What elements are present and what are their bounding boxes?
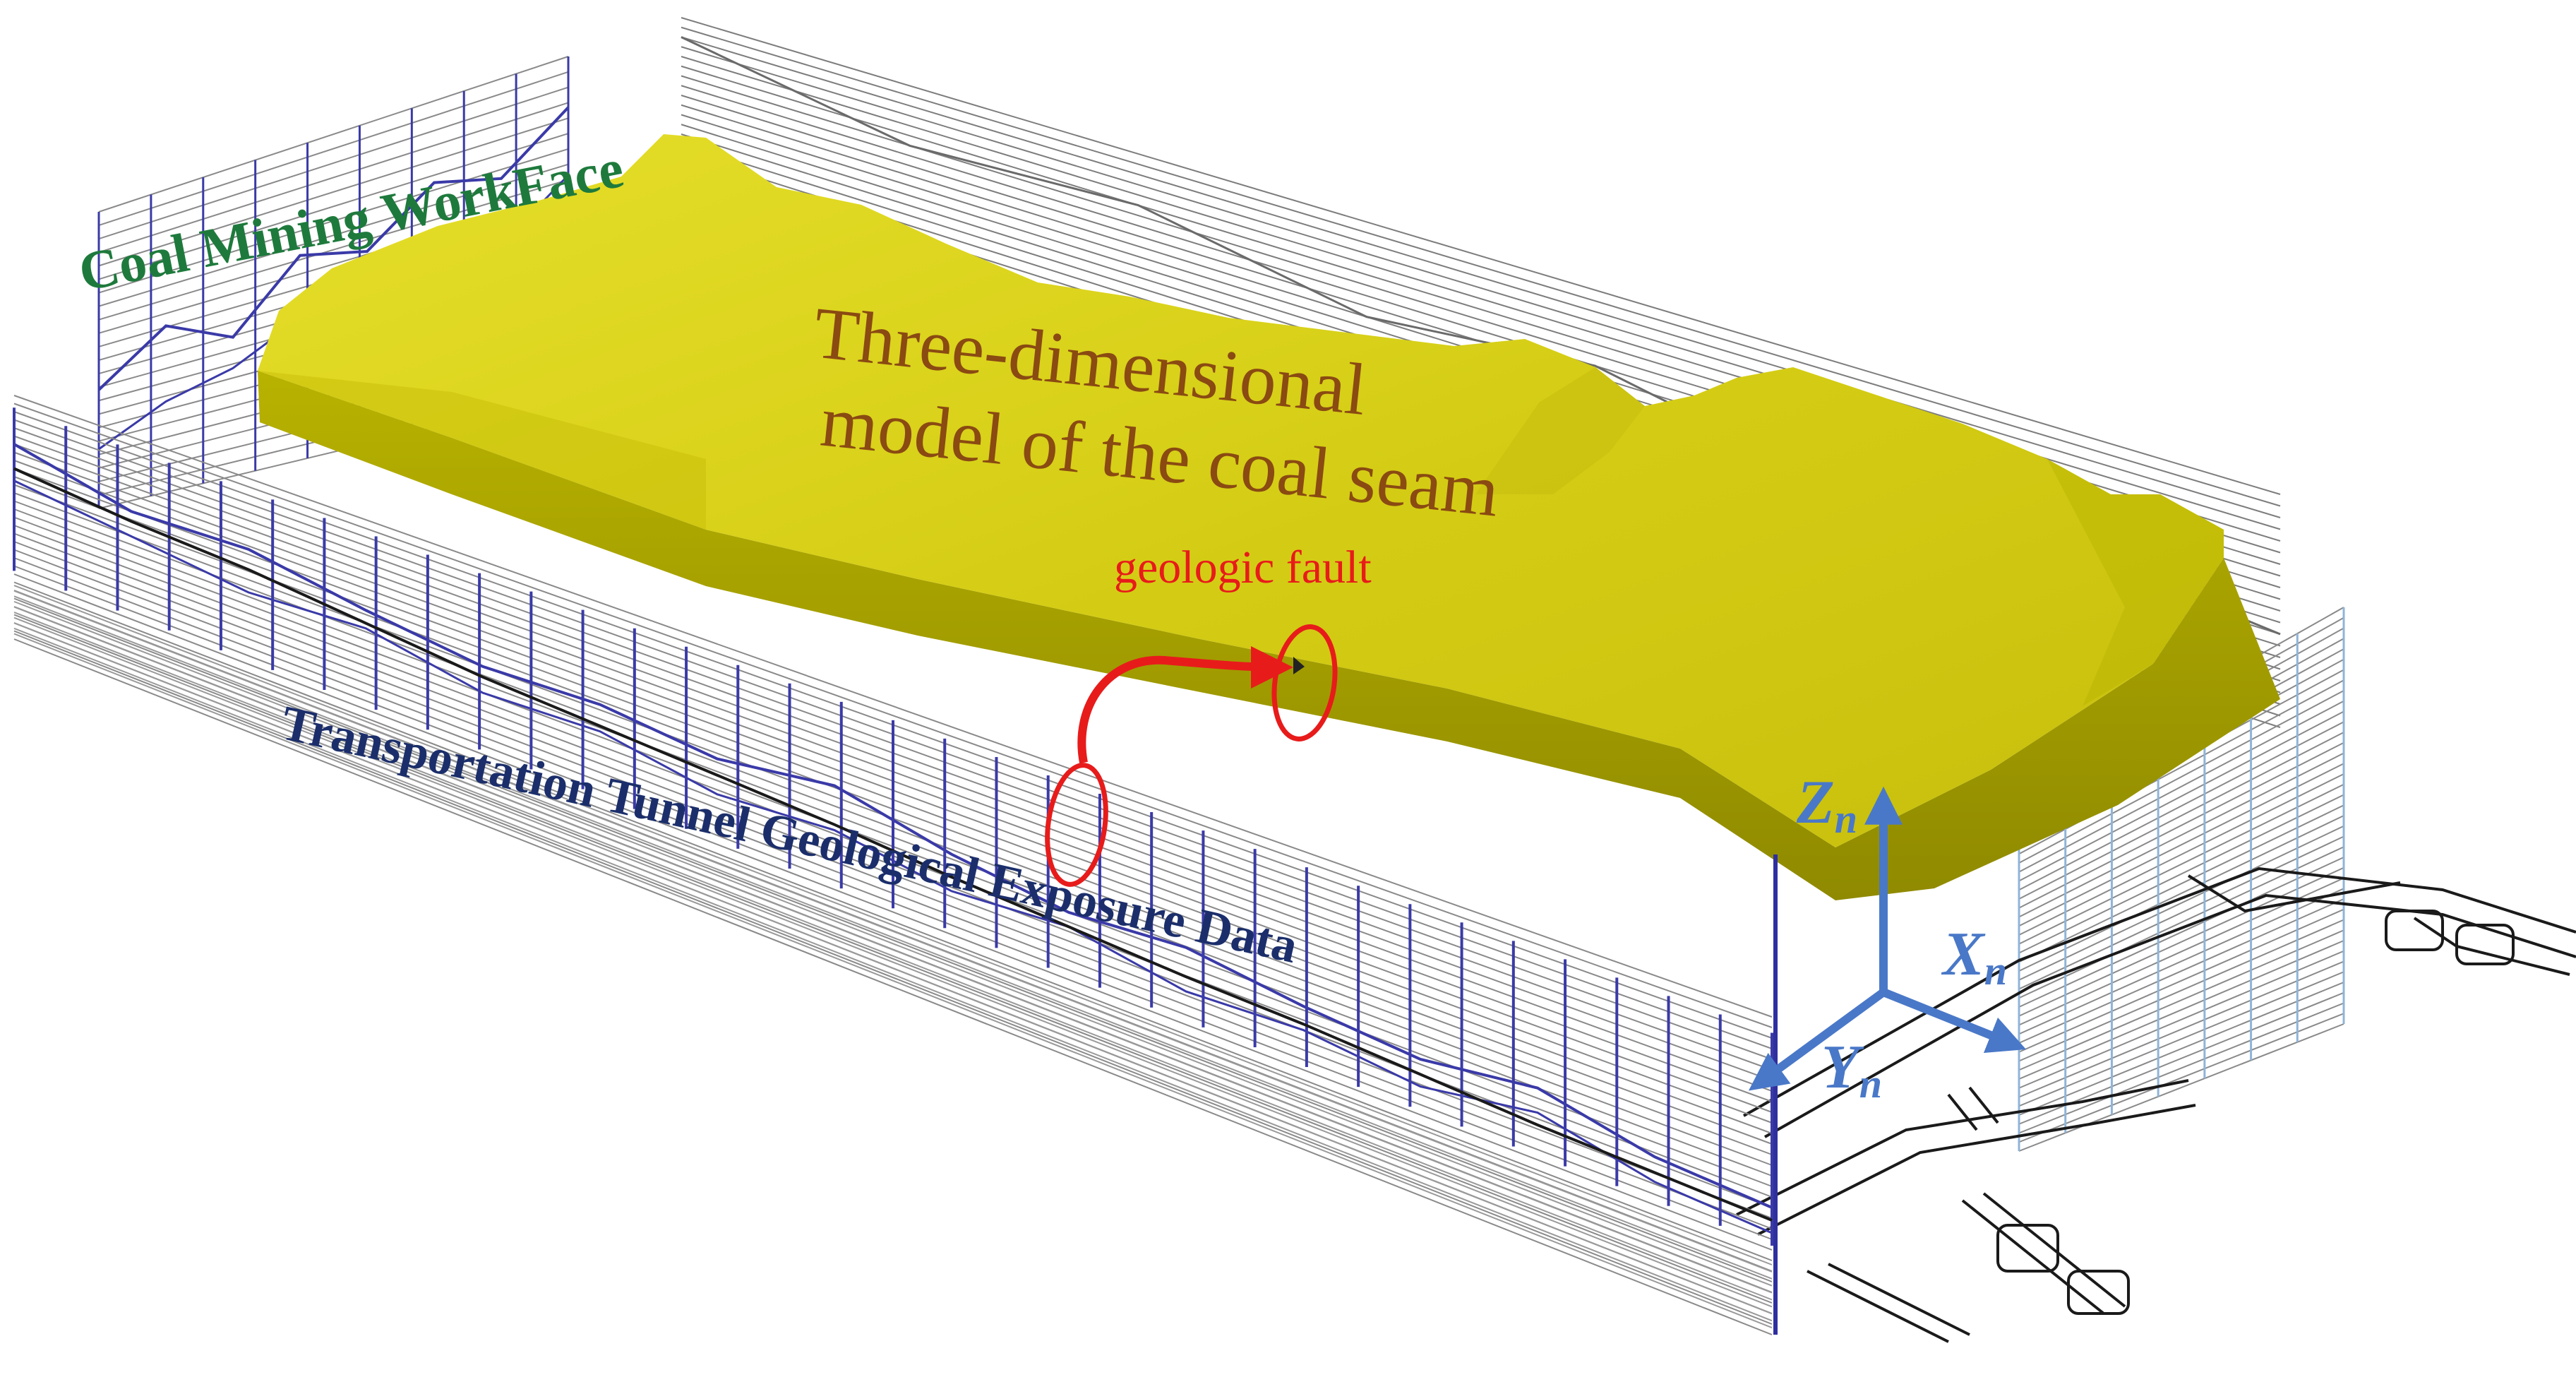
- grid-row-line: [98, 117, 569, 267]
- grid-row-line: [2018, 908, 2344, 1053]
- coal-seam-model: [258, 134, 2280, 900]
- grid-row-line: [2018, 971, 2344, 1107]
- grid-row-line: [2018, 721, 2344, 891]
- grid-row-line: [2018, 1013, 2344, 1143]
- coal-seam-top-surface: [258, 134, 2224, 847]
- grid-row-line: [2018, 982, 2344, 1116]
- grid-row-line: [681, 36, 2281, 518]
- grid-row-line: [2018, 1023, 2344, 1152]
- tunnel-outline: [2187, 874, 2401, 913]
- tunnel-outline: [1828, 1263, 1970, 1336]
- grid-row-line: [2018, 825, 2344, 981]
- grid-row-line: [2018, 898, 2344, 1044]
- grid-row-line: [2018, 846, 2344, 999]
- grid-row-line: [13, 573, 1773, 1251]
- grid-row-line: [2018, 960, 2344, 1098]
- fault-notch: [1293, 657, 1305, 674]
- tunnel-exposure-grid: [13, 395, 1778, 1335]
- x-axis-label: Xn: [1941, 920, 2007, 994]
- floor-line: [13, 622, 1773, 1315]
- tunnel-outline: [1961, 1199, 2105, 1315]
- grid-row-line: [2018, 773, 2344, 936]
- fault-label: geologic fault: [1114, 542, 1372, 593]
- grid-row-line: [2018, 741, 2344, 909]
- tunnel-pillar: [1996, 1224, 2059, 1273]
- grid-row-line: [13, 581, 1773, 1261]
- grid-row-line: [98, 71, 569, 227]
- grid-row-line: [2018, 804, 2344, 963]
- grid-row-line: [2018, 919, 2344, 1062]
- floor-line: [13, 627, 1773, 1322]
- grid-row-line: [2018, 929, 2344, 1071]
- grid-row-line: [681, 26, 2281, 507]
- grid-row-line: [13, 597, 1773, 1282]
- floor-line: [13, 590, 1773, 1273]
- y-axis-label: Yn: [1821, 1033, 1882, 1107]
- fault-arrow: [1077, 645, 1293, 764]
- grid-row-line: [13, 638, 1773, 1335]
- grid-row-line: [98, 102, 569, 254]
- floor-line: [13, 612, 1773, 1301]
- fault-ellipse-tunnel: [1045, 763, 1108, 887]
- grid-row-line: [2018, 940, 2344, 1080]
- floor-line: [13, 633, 1773, 1329]
- coal-seam-front-step: [258, 371, 706, 530]
- floor-line: [13, 606, 1773, 1294]
- grid-row-line: [2018, 888, 2344, 1035]
- x-axis-arrow: [1881, 988, 2027, 1053]
- grid-row-line: [2018, 710, 2344, 882]
- grid-row-line: [98, 148, 569, 294]
- grid-row-line: [98, 133, 569, 280]
- grid-row-line: [98, 56, 569, 213]
- tunnel-outline: [1736, 1079, 2189, 1216]
- coal-seam-ridge-shade: [1475, 367, 1645, 494]
- grid-row-line: [2018, 732, 2344, 900]
- tunnel-outline: [1764, 893, 2576, 1138]
- tunnel-pillar: [2385, 910, 2444, 951]
- grid-row-line: [2018, 835, 2344, 990]
- tunnel-outline: [1807, 1270, 1949, 1343]
- grid-row-line: [2018, 690, 2344, 864]
- grid-row-line: [2018, 752, 2344, 918]
- floor-line: [13, 600, 1773, 1287]
- tunnel-outline: [1947, 1093, 1978, 1131]
- grid-row-line: [2018, 700, 2344, 873]
- geologic-fault-marker: [1045, 624, 1338, 887]
- grid-row-line: [2018, 1002, 2344, 1134]
- grid-row-line: [2018, 794, 2344, 954]
- grid-row-line: [13, 630, 1773, 1325]
- y-axis-arrow: [1748, 989, 1886, 1091]
- grid-row-line: [2018, 857, 2344, 1008]
- profile-trace: [13, 467, 1773, 1222]
- floor-line: [13, 595, 1773, 1280]
- grid-row-line: [2018, 783, 2344, 945]
- coordinate-axes: [1748, 786, 2027, 1091]
- grid-row-line: [98, 179, 569, 321]
- grid-row-line: [2018, 950, 2344, 1089]
- z-axis-label: Zn: [1796, 768, 1857, 842]
- profile-trace: [13, 443, 1773, 1209]
- grid-row-line: [2018, 866, 2344, 1017]
- tunnel-outline: [1757, 1104, 2196, 1236]
- profile-trace: [97, 106, 570, 391]
- tunnel-outline: [1968, 1086, 1999, 1124]
- coal-seam-right-shade: [2047, 459, 2224, 706]
- grid-row-line: [13, 395, 1773, 1018]
- floor-line: [13, 616, 1773, 1308]
- grid-row-line: [2018, 815, 2344, 972]
- tunnel-outline: [1982, 1192, 2126, 1308]
- floor-line: [13, 585, 1773, 1265]
- grid-row-line: [681, 17, 2281, 495]
- grid-row-line: [13, 614, 1773, 1304]
- grid-row-line: [98, 163, 569, 307]
- grid-row-line: [13, 403, 1773, 1028]
- grid-row-line: [2018, 763, 2344, 927]
- tunnel-pillar: [2067, 1270, 2130, 1315]
- grid-row-line: [98, 86, 569, 240]
- tunnel-pillar: [2455, 924, 2515, 965]
